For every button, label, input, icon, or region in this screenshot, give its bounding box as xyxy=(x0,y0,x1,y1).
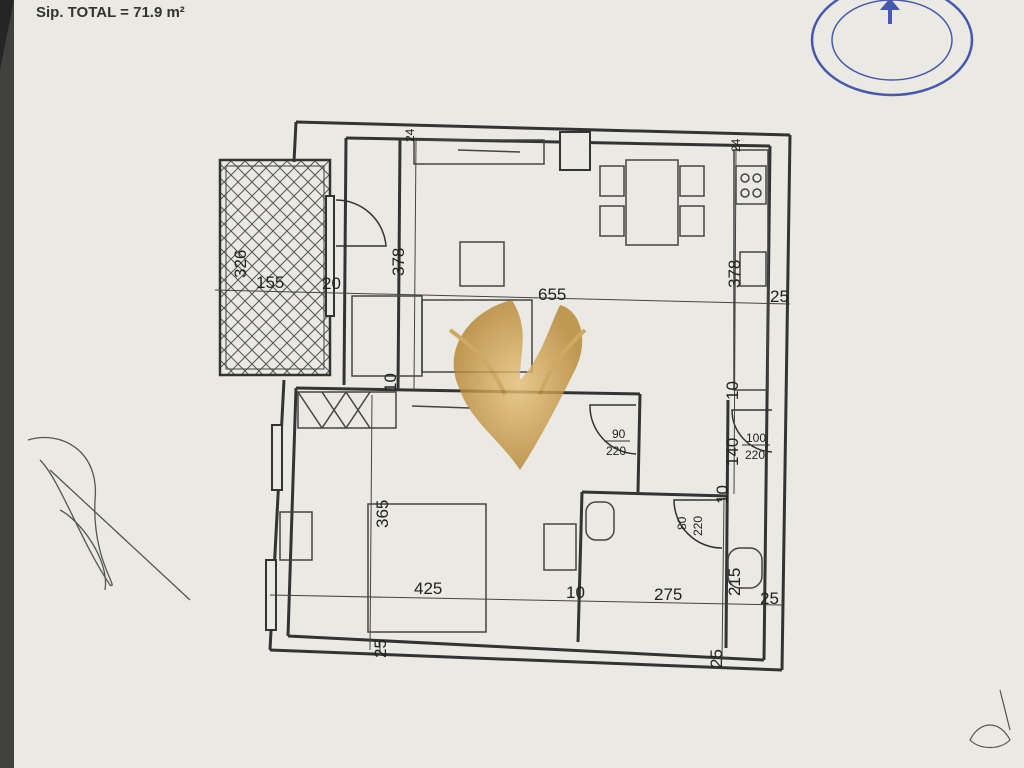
dim-corridor: 140 xyxy=(723,438,742,466)
dim-wall-f: 25 xyxy=(770,287,789,306)
door-bath-height: 220 xyxy=(691,516,705,536)
signature-mark xyxy=(27,436,191,601)
door-bed-width: 90 xyxy=(612,427,626,441)
dim-wall-g: 25 xyxy=(760,589,779,608)
dimension-lines xyxy=(214,139,791,661)
dim-living-width: 655 xyxy=(538,285,566,304)
dim-bedroom-depth: 365 xyxy=(373,500,392,528)
balcony-area xyxy=(218,158,332,377)
door-swings xyxy=(335,199,773,549)
door-bath-width: 80 xyxy=(675,516,689,530)
dim-wall-d: 10 xyxy=(713,485,732,504)
door-bed-height: 220 xyxy=(606,444,626,458)
dim-wall-h: 25 xyxy=(371,639,390,658)
official-stamp xyxy=(810,0,974,97)
dim-wall-e: 10 xyxy=(566,583,585,602)
dim-wall-c: 10 xyxy=(723,381,742,400)
dim-wall-a: 20 xyxy=(322,274,341,293)
door-entry-height: 220 xyxy=(745,448,765,462)
dim-bath-depth: 215 xyxy=(725,568,744,596)
corner-doodle xyxy=(969,689,1011,749)
door-entry-width: 100 xyxy=(746,431,766,445)
furniture xyxy=(279,139,769,633)
dim-wall-i: 25 xyxy=(707,649,726,668)
dim-bath-width: 275 xyxy=(654,585,682,604)
dim-balcony-width: 155 xyxy=(256,273,284,292)
total-area-label: Sip. TOTAL = 71.9 m² xyxy=(36,4,185,21)
dim-balcony-depth: 326 xyxy=(231,250,250,278)
phoenix-logo xyxy=(448,300,587,470)
dim-living-right: 378 xyxy=(725,260,744,288)
dim-wall-b: 10 xyxy=(381,373,400,392)
dim-wall-top-r: 24 xyxy=(729,138,743,152)
dim-wall-top-l: 24 xyxy=(403,128,417,142)
dim-living-left: 378 xyxy=(389,248,408,276)
dimension-labels: 326 155 20 378 378 655 25 24 24 10 10 14… xyxy=(231,128,789,668)
dim-bedroom-width: 425 xyxy=(414,579,442,598)
